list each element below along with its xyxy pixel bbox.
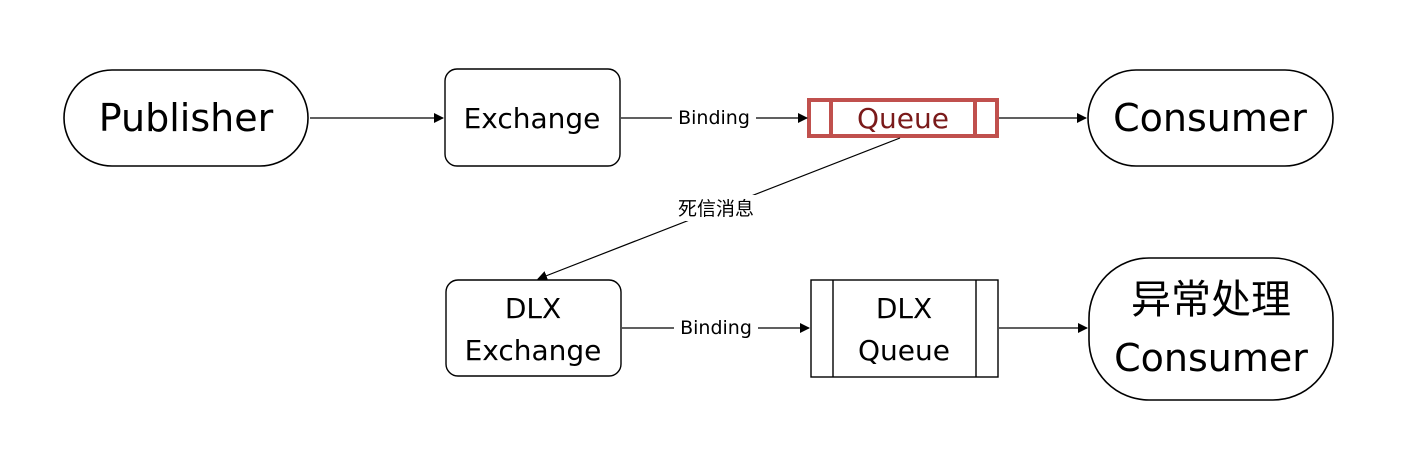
- dlx-exchange-label-line2: Exchange: [465, 334, 602, 367]
- dlx-exchange-node: DLX Exchange: [445, 279, 622, 377]
- consumer-label: Consumer: [1113, 96, 1307, 140]
- dlx-consumer-label-line2: Consumer: [1114, 336, 1308, 380]
- consumer-node: Consumer: [1087, 69, 1334, 167]
- exchange-label: Exchange: [464, 102, 601, 135]
- edge-label-exchange-queue: Binding: [678, 107, 750, 129]
- edge-label-dead-letter: 死信消息: [678, 198, 754, 220]
- edge-label-dlx-binding: Binding: [680, 317, 752, 339]
- dlx-consumer-node: 异常处理 Consumer: [1088, 257, 1334, 401]
- dlx-queue-node: DLX Queue: [810, 279, 999, 378]
- dlx-consumer-label-line1: 异常处理: [1131, 277, 1291, 323]
- publisher-node: Publisher: [63, 69, 309, 167]
- queue-node: Queue: [807, 98, 999, 138]
- dlx-exchange-label-line1: DLX: [505, 292, 561, 325]
- exchange-node: Exchange: [444, 68, 621, 167]
- dlx-queue-label-line1: DLX: [876, 292, 932, 325]
- publisher-label: Publisher: [99, 96, 274, 140]
- dlx-queue-label-line2: Queue: [858, 334, 950, 367]
- queue-label: Queue: [857, 102, 949, 135]
